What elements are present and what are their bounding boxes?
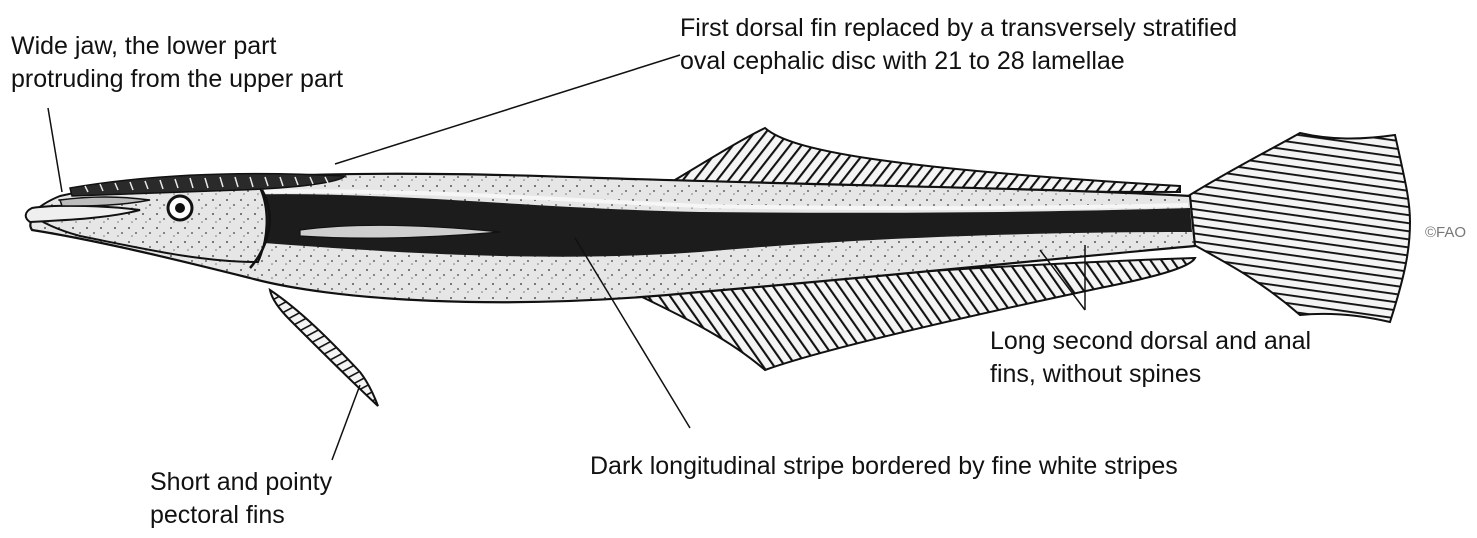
leader-pectoral [332, 385, 360, 460]
leader-dorsal-disc [335, 55, 680, 164]
credit-fao: ©FAO [1425, 224, 1466, 241]
label-dark-stripe-line1: Dark longitudinal stripe bordered by fin… [590, 450, 1178, 483]
label-pectoral-fins: Short and pointy pectoral fins [150, 466, 332, 532]
label-second-dorsal-anal-line2: fins, without spines [990, 358, 1311, 391]
label-wide-jaw-line2: protruding from the upper part [11, 63, 343, 96]
label-first-dorsal-disc: First dorsal fin replaced by a transvers… [680, 12, 1237, 78]
head [32, 182, 267, 262]
label-first-dorsal-disc-line2: oval cephalic disc with 21 to 28 lamella… [680, 45, 1237, 78]
label-wide-jaw-line1: Wide jaw, the lower part [11, 30, 343, 63]
label-dark-stripe: Dark longitudinal stripe bordered by fin… [590, 450, 1178, 483]
label-pectoral-fins-line2: pectoral fins [150, 499, 332, 532]
pectoral-fin [270, 290, 378, 406]
leader-jaw [48, 108, 62, 192]
label-first-dorsal-disc-line1: First dorsal fin replaced by a transvers… [680, 12, 1237, 45]
label-second-dorsal-anal-line1: Long second dorsal and anal [990, 325, 1311, 358]
pupil [175, 203, 185, 213]
label-wide-jaw: Wide jaw, the lower part protruding from… [11, 30, 343, 96]
caudal-fin [1185, 133, 1410, 322]
label-second-dorsal-anal: Long second dorsal and anal fins, withou… [990, 325, 1311, 391]
label-pectoral-fins-line1: Short and pointy [150, 466, 332, 499]
